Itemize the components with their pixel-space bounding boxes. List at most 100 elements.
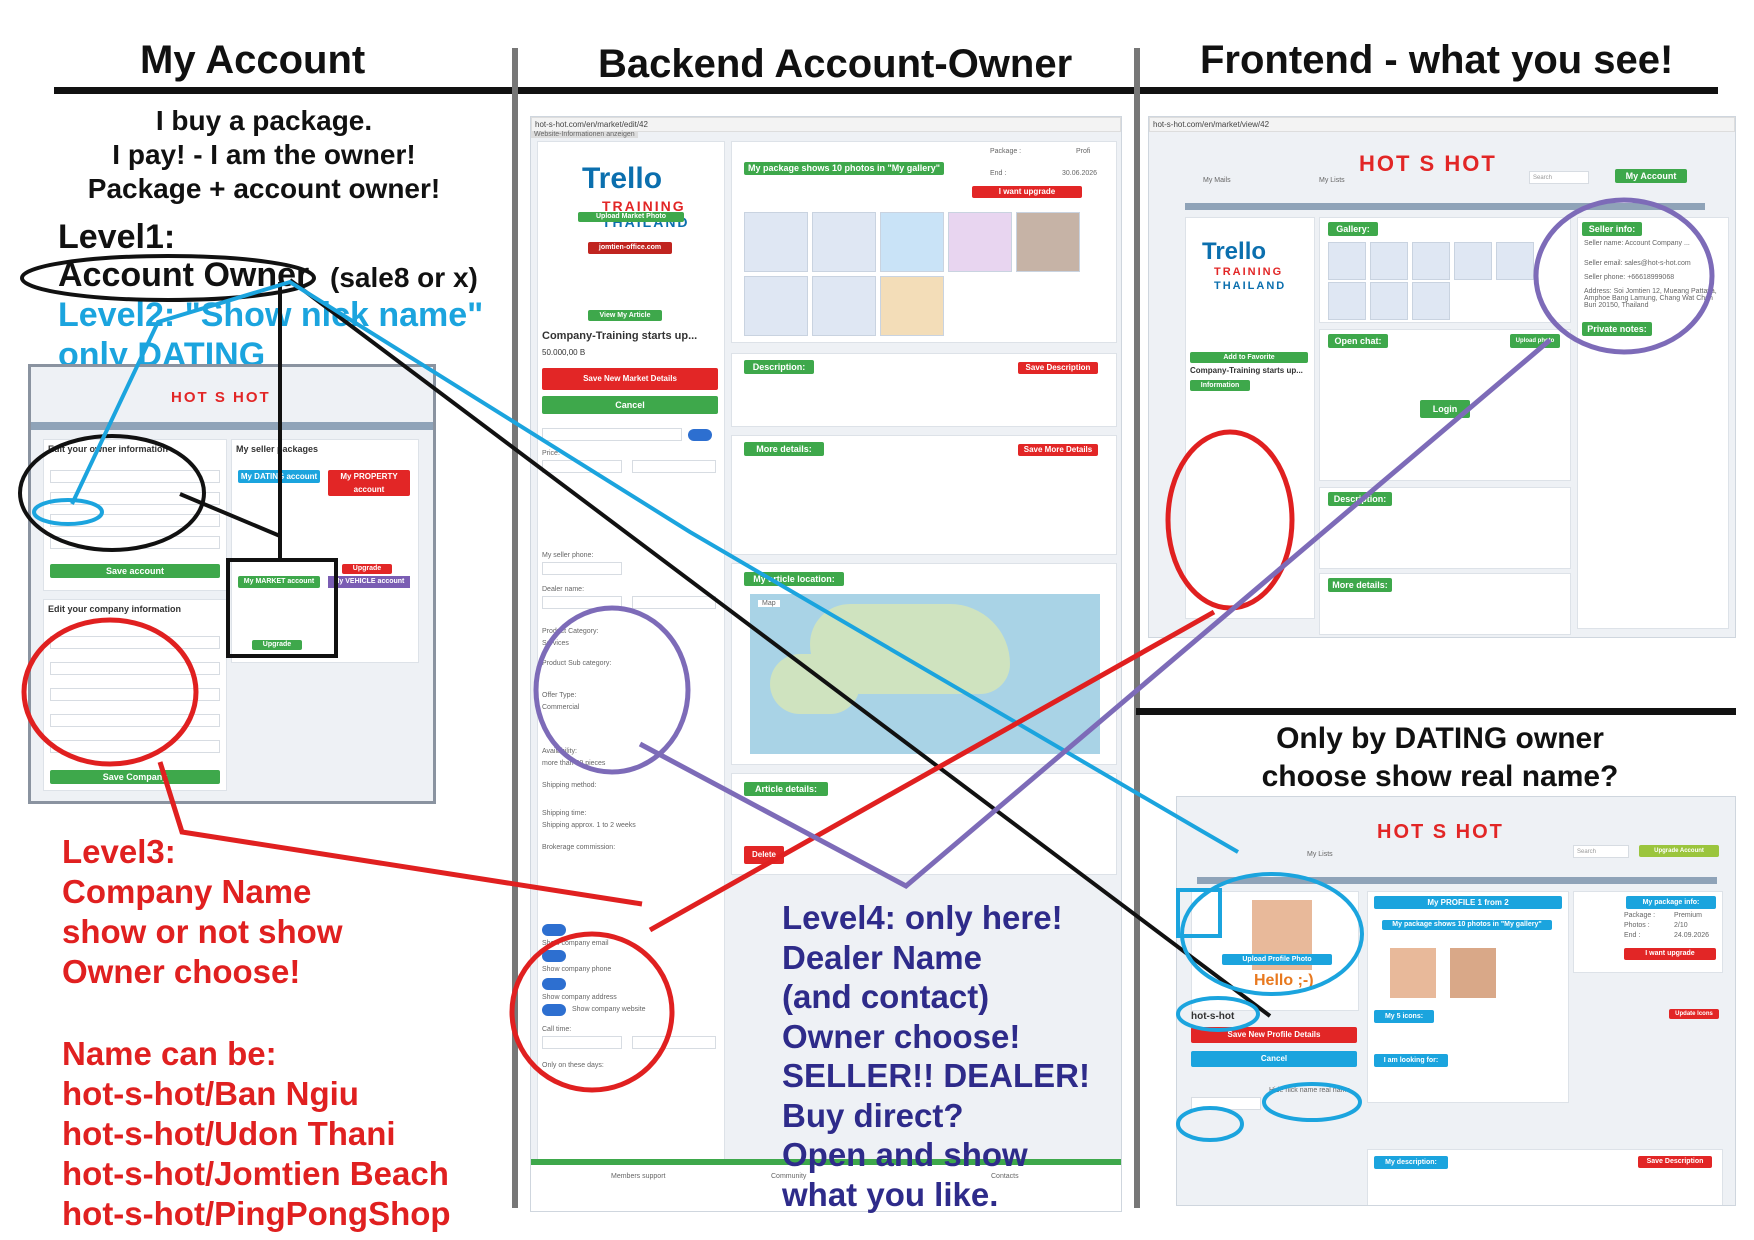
my-lists-link[interactable]: My Lists xyxy=(1307,851,1333,858)
seller-phone[interactable]: Seller phone: +66618999068 xyxy=(1584,274,1675,281)
product-sub-label: Product Sub category: xyxy=(542,660,612,667)
want-upgrade-button[interactable]: I want upgrade xyxy=(972,186,1082,198)
upgrade-account-button[interactable]: Upgrade Account xyxy=(1639,845,1719,857)
owner-field[interactable] xyxy=(50,536,220,549)
location-map[interactable]: Map xyxy=(750,594,1100,754)
vehicle-account-header: My VEHICLE account xyxy=(328,576,410,588)
view-my-article-button[interactable]: View My Article xyxy=(588,310,662,321)
front-more-details-title: More details: xyxy=(1328,578,1392,592)
backend-url-bar[interactable]: hot-s-hot.com/en/market/edit/42 xyxy=(531,117,1121,132)
gallery-thumb[interactable] xyxy=(744,212,808,272)
seller-email[interactable]: Seller email: sales@hot-s-hot.com xyxy=(1584,260,1691,267)
gallery-thumb[interactable] xyxy=(1016,212,1080,272)
update-icons-button[interactable]: Update Icons xyxy=(1669,1009,1719,1019)
gallery-thumb[interactable] xyxy=(1496,242,1534,280)
company-field[interactable] xyxy=(50,662,220,675)
level4-line: Dealer Name xyxy=(782,938,982,976)
upload-profile-photo-button[interactable]: Upload Profile Photo xyxy=(1222,954,1332,965)
gallery-thumb[interactable] xyxy=(1412,242,1450,280)
add-to-favorite-button[interactable]: Add to Favorite xyxy=(1190,352,1308,363)
more-details-card: More details: Save More Details xyxy=(731,435,1117,555)
gallery-photo[interactable] xyxy=(1390,948,1436,998)
save-description-button[interactable]: Save Description xyxy=(1018,362,1098,374)
property-account-header: My PROPERTY account xyxy=(328,470,410,496)
owner-info-title: Edit your owner information xyxy=(48,444,169,454)
gallery-photo[interactable] xyxy=(1450,948,1496,998)
save-description-button[interactable]: Save Description xyxy=(1638,1156,1712,1168)
save-profile-button[interactable]: Save New Profile Details xyxy=(1191,1027,1357,1043)
gallery-thumb[interactable] xyxy=(948,212,1012,272)
want-upgrade-button[interactable]: I want upgrade xyxy=(1624,948,1716,960)
hide-nick-checkbox[interactable]: Hide nick name real name xyxy=(1269,1087,1351,1094)
my-lists-link[interactable]: My Lists xyxy=(1319,177,1345,184)
gallery-thumb[interactable] xyxy=(1412,282,1450,320)
footer-members-support[interactable]: Members support xyxy=(611,1173,666,1180)
article-details-title: Article details: xyxy=(744,782,828,796)
upload-market-photo-button[interactable]: Upload Market Photo xyxy=(578,212,684,222)
gallery-thumb[interactable] xyxy=(812,276,876,336)
gallery-thumb[interactable] xyxy=(1328,242,1366,280)
save-market-button[interactable]: Save New Market Details xyxy=(542,368,718,390)
my-mails-link[interactable]: My Mails xyxy=(1203,177,1231,184)
level4-line: what you like. xyxy=(782,1175,999,1213)
cancel-button[interactable]: Cancel xyxy=(1191,1051,1357,1067)
footer-contacts[interactable]: Contacts xyxy=(991,1173,1019,1180)
company-field[interactable] xyxy=(50,714,220,727)
information-tab[interactable]: Information xyxy=(1190,380,1250,391)
shipping-label: Shipping method: xyxy=(542,782,597,789)
save-more-details-button[interactable]: Save More Details xyxy=(1018,444,1098,456)
nick-field[interactable] xyxy=(1191,1097,1261,1110)
delete-button[interactable]: Delete xyxy=(744,846,784,864)
upgrade-button[interactable]: Upgrade xyxy=(342,564,392,574)
call-time-to[interactable] xyxy=(632,1036,716,1049)
save-company-button[interactable]: Save Company xyxy=(50,770,220,784)
show-address-toggle[interactable] xyxy=(542,978,566,990)
gallery-thumb[interactable] xyxy=(1454,242,1492,280)
my-account-button[interactable]: My Account xyxy=(1615,169,1687,183)
price-color-field[interactable] xyxy=(632,460,716,473)
brokerage-label: Brokerage commission: xyxy=(542,844,616,851)
seller-info-title: Seller info: xyxy=(1582,222,1642,236)
show-website-toggle[interactable] xyxy=(542,1004,566,1016)
gallery-thumb[interactable] xyxy=(1328,282,1366,320)
gallery-thumb[interactable] xyxy=(1370,242,1408,280)
active-toggle[interactable] xyxy=(688,429,712,441)
cancel-button[interactable]: Cancel xyxy=(542,396,718,414)
gallery-thumb[interactable] xyxy=(880,276,944,336)
company-field[interactable] xyxy=(50,740,220,753)
show-email-toggle[interactable] xyxy=(542,924,566,936)
owner-field[interactable] xyxy=(50,492,220,505)
dealer-name-field[interactable] xyxy=(542,596,622,609)
end-value: 24.09.2026 xyxy=(1674,932,1710,939)
footer-community[interactable]: Community xyxy=(771,1173,807,1180)
profile-title: My PROFILE 1 from 2 xyxy=(1374,896,1562,909)
profile-photo-card: Upload Profile Photo Hello ;-) xyxy=(1191,891,1359,1011)
seller-phone-field[interactable] xyxy=(542,562,622,575)
show-phone-toggle[interactable] xyxy=(542,950,566,962)
owner-field[interactable] xyxy=(50,470,220,483)
level4-line: SELLER!! DEALER! xyxy=(782,1057,1090,1094)
level4-line: Level4: only here! xyxy=(782,899,1063,936)
owner-field[interactable] xyxy=(50,514,220,527)
dealer-name-field-2[interactable] xyxy=(632,596,716,609)
gallery-thumb[interactable] xyxy=(1370,282,1408,320)
map-tab[interactable]: Map xyxy=(758,600,780,607)
call-time-from[interactable] xyxy=(542,1036,622,1049)
gallery-thumb[interactable] xyxy=(744,276,808,336)
frontend-url-bar[interactable]: hot-s-hot.com/en/market/view/42 xyxy=(1149,117,1735,132)
search-input[interactable]: Search xyxy=(1573,845,1629,858)
package-info-title: My package info: xyxy=(1626,896,1716,909)
upgrade-button[interactable]: Upgrade xyxy=(252,640,302,650)
upload-photo-button[interactable]: Upload photo xyxy=(1510,334,1560,348)
search-input[interactable]: Search xyxy=(1529,171,1589,184)
company-field[interactable] xyxy=(50,688,220,701)
price-field[interactable] xyxy=(542,460,622,473)
gallery-thumb[interactable] xyxy=(880,212,944,272)
company-field[interactable] xyxy=(50,636,220,649)
gallery-thumb[interactable] xyxy=(812,212,876,272)
search-name-field[interactable] xyxy=(542,428,682,441)
save-account-button[interactable]: Save account xyxy=(50,564,220,578)
price-label: Price: xyxy=(542,450,560,457)
private-notes-title: Private notes: xyxy=(1582,322,1652,336)
login-button[interactable]: Login xyxy=(1420,400,1470,418)
